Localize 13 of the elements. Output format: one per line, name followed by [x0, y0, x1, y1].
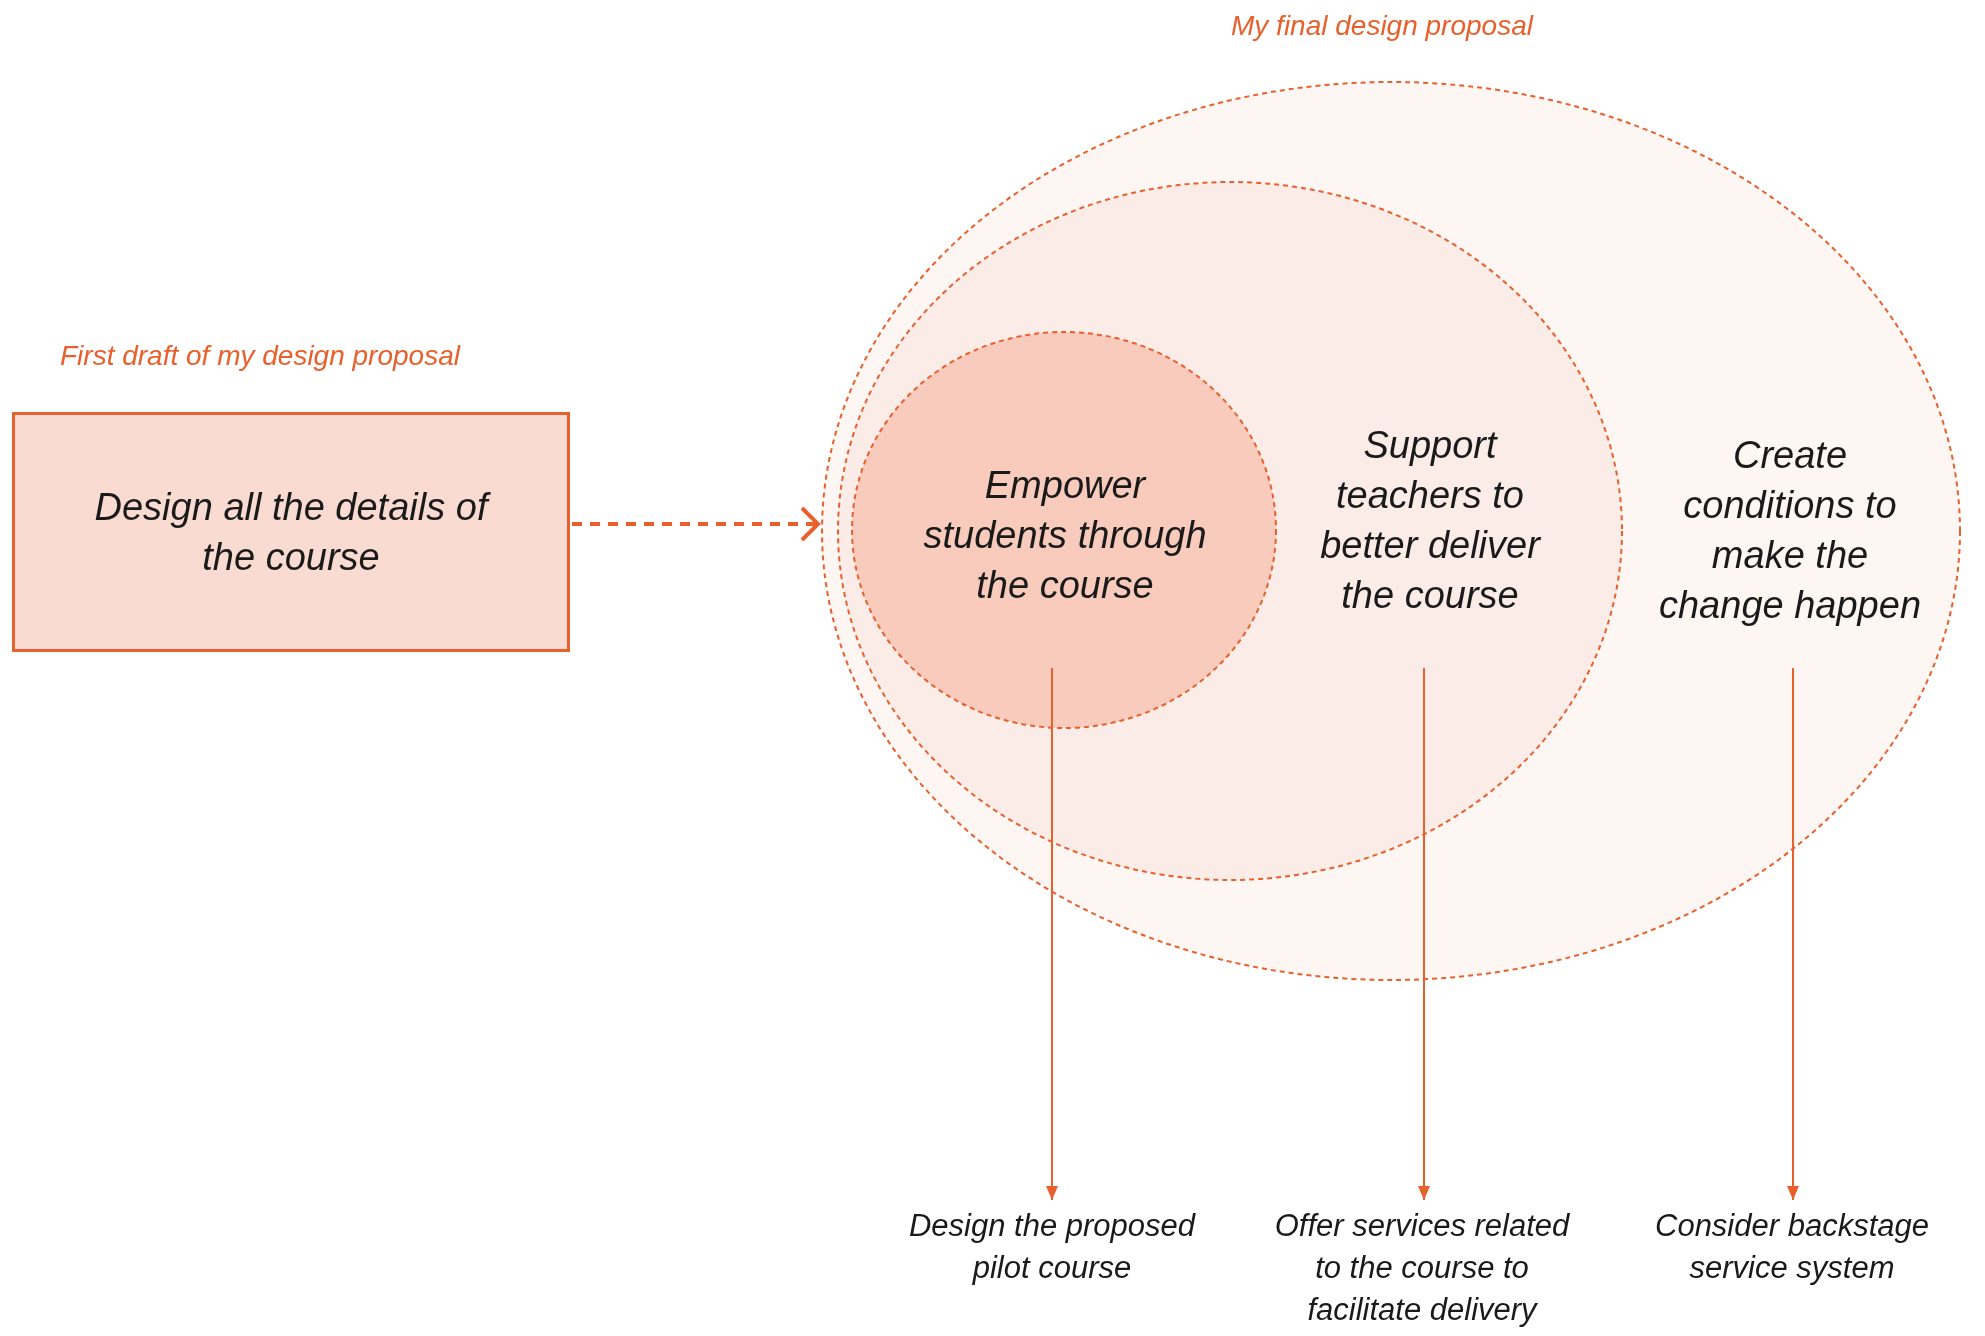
proposal-heading: My final design proposal: [1231, 10, 1533, 42]
arrow: [1046, 667, 1058, 1201]
outcome-text: Offer services related to the course to facilitate delivery: [1273, 1207, 1571, 1329]
outcome-text: Consider backstage service system: [1654, 1207, 1930, 1287]
ellipse-label: Support teachers to better deliver the course: [1319, 423, 1542, 618]
proposal-heading: First draft of my design proposal: [60, 340, 460, 372]
ellipse-label: Create conditions to make the change happen: [1658, 433, 1922, 628]
arrow: [1787, 667, 1799, 1201]
arrow: [1418, 667, 1430, 1201]
outcome-text: Design the proposed pilot course: [907, 1207, 1197, 1287]
arrow: [572, 506, 820, 542]
ellipse-label: Empower students through the course: [922, 463, 1208, 608]
box-text: Design all the details of the course: [91, 482, 491, 582]
